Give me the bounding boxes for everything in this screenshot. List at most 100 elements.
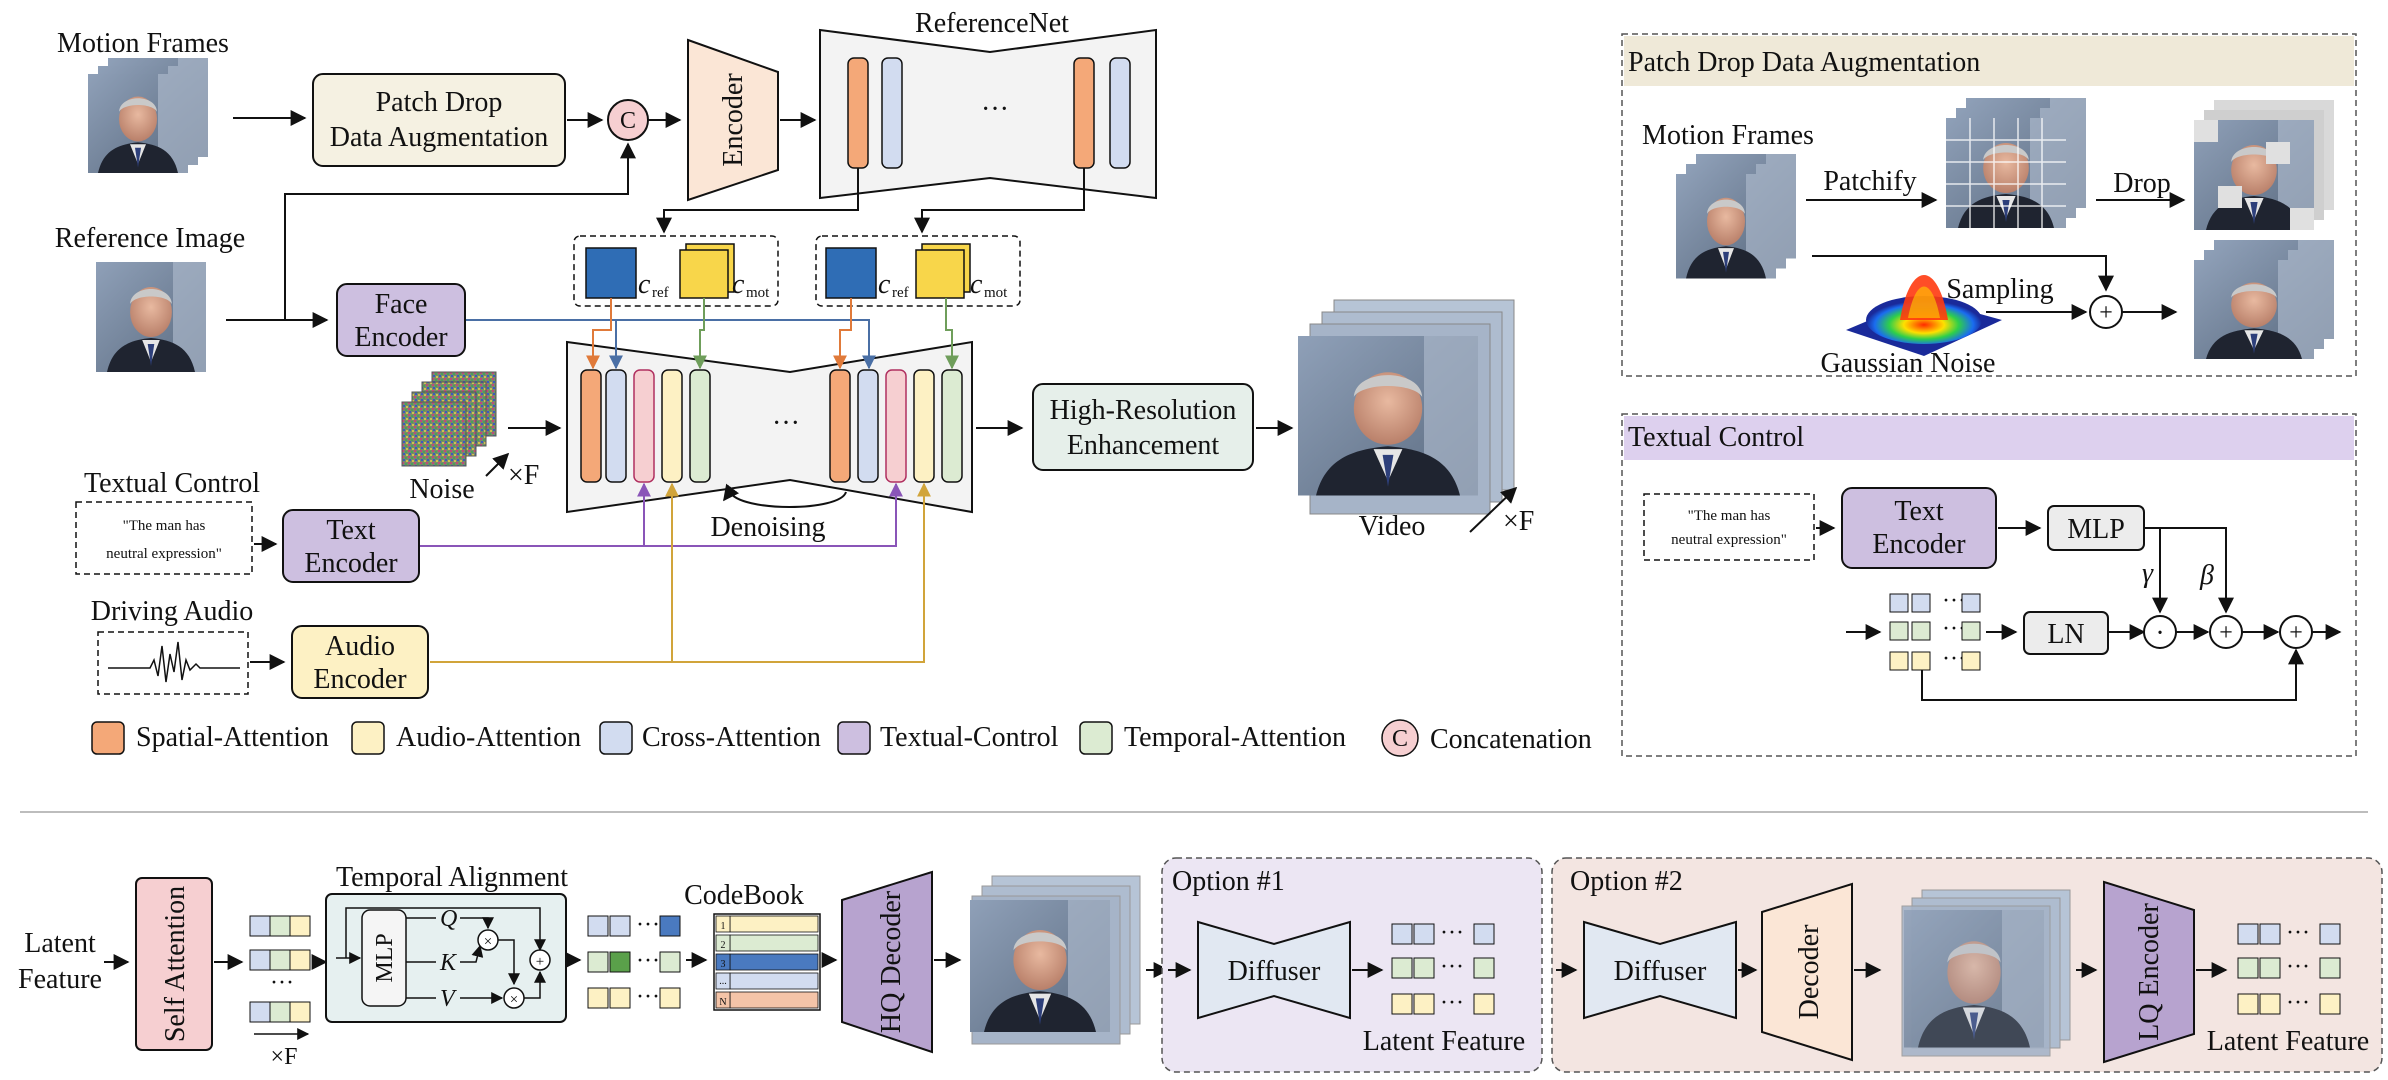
q-label: Q bbox=[440, 906, 457, 932]
legend-item-concat: C Concatenation bbox=[1381, 719, 1592, 757]
unet-temporal-2 bbox=[941, 369, 963, 483]
legend: Spatial-Attention Audio-Attention Cross-… bbox=[91, 719, 1592, 757]
option1-diffuser-label: Diffuser bbox=[1228, 956, 1321, 987]
driving-audio-label: Driving Audio bbox=[91, 596, 254, 627]
c-ref-sub-2: ref bbox=[892, 285, 909, 301]
option2-diffuser-label: Diffuser bbox=[1614, 956, 1707, 987]
refnet-cross-1 bbox=[881, 57, 903, 169]
add-symbol-1: + bbox=[2219, 620, 2233, 646]
beta-label: β bbox=[2199, 560, 2214, 591]
aligned-ellipsis-1: ··· bbox=[636, 912, 660, 938]
panel-text-encoder: Text Encoder bbox=[1841, 487, 1997, 569]
option1-latent-label: Latent Feature bbox=[1363, 1026, 1525, 1057]
high-res-label-1: High-Resolution bbox=[1050, 395, 1237, 426]
unet-temporal-1 bbox=[689, 369, 711, 483]
latent-feature-in-2: Feature bbox=[18, 964, 102, 995]
refnet-cross-2 bbox=[1109, 57, 1131, 169]
noise-times-f: ×F bbox=[508, 460, 539, 491]
legend-label-cross: Cross-Attention bbox=[642, 722, 821, 753]
encoder-label: Encoder bbox=[718, 73, 749, 167]
refnet-spatial-1 bbox=[847, 57, 869, 169]
opt2-ellipsis-2: ··· bbox=[2286, 954, 2310, 980]
audio-encoder-label-1: Audio bbox=[325, 631, 395, 662]
high-res-label-2: Enhancement bbox=[1067, 430, 1220, 461]
refnet-ellipsis: ··· bbox=[981, 94, 1009, 125]
codebook-row-n: N bbox=[719, 997, 726, 1008]
v-label: V bbox=[440, 986, 457, 1012]
hq-output-frames bbox=[970, 875, 1141, 1045]
noise-plus-symbol: + bbox=[2099, 300, 2113, 326]
high-res-box: High-Resolution Enhancement bbox=[1032, 383, 1254, 471]
unet-cross-2 bbox=[857, 369, 879, 483]
opt1-ellipsis-1: ··· bbox=[1440, 920, 1464, 946]
audio-encoder-box: Audio Encoder bbox=[291, 625, 429, 699]
textual-control-panel: Textual Control "The man has neutral exp… bbox=[1621, 413, 2357, 757]
aligned-ellipsis-3: ··· bbox=[636, 984, 660, 1010]
panel-text-encoder-label-1: Text bbox=[1894, 496, 1944, 527]
patchified-frames bbox=[1946, 98, 2086, 228]
ta-add: + bbox=[529, 949, 551, 971]
condition-group-1: c ref c mot bbox=[573, 235, 779, 307]
audio-encoder-label-2: Encoder bbox=[313, 664, 407, 695]
option1-diffuser: Diffuser bbox=[1197, 920, 1351, 1020]
noise-label: Noise bbox=[409, 474, 474, 505]
unet-audio-2 bbox=[913, 369, 935, 483]
concat-symbol: C bbox=[620, 108, 636, 134]
codebook-row-1: 1 bbox=[721, 921, 726, 932]
legend-label-textual: Textual-Control bbox=[880, 722, 1059, 753]
multiply-node: · bbox=[2143, 615, 2177, 649]
option2-decoder: Decoder bbox=[1761, 882, 1853, 1062]
panel-text-encoder-label-2: Encoder bbox=[1872, 529, 1966, 560]
opt2-ellipsis-1: ··· bbox=[2286, 920, 2310, 946]
bottom-times-f: ×F bbox=[271, 1044, 298, 1070]
prompt-box bbox=[75, 501, 253, 575]
text-encoder-box: Text Encoder bbox=[282, 509, 420, 583]
opt1-ellipsis-3: ··· bbox=[1440, 990, 1464, 1016]
c-ref-label-1: c bbox=[638, 269, 651, 300]
codebook-row-2: 2 bbox=[721, 940, 726, 951]
audio-waveform bbox=[108, 641, 240, 683]
option2-panel: Option #2 Diffuser Decoder LQ Encode bbox=[1551, 857, 2383, 1073]
hq-decoder-block: HQ Decoder bbox=[841, 870, 933, 1054]
codebook-title: CodeBook bbox=[684, 880, 804, 911]
panel-motion-frames-label: Motion Frames bbox=[1642, 120, 1814, 151]
svg-text:×: × bbox=[510, 992, 518, 1008]
add-node-2: + bbox=[2279, 615, 2313, 649]
aligned-tokens: ··· ··· ··· bbox=[587, 912, 681, 1010]
unet-ellipsis: ··· bbox=[772, 408, 800, 439]
c-ref-sub-1: ref bbox=[652, 285, 669, 301]
ta-mlp-label: MLP bbox=[372, 933, 398, 982]
panel-mlp-label: MLP bbox=[2067, 514, 2125, 545]
gaussian-noise-plot bbox=[1846, 275, 2002, 356]
referencenet-block: ReferenceNet ··· bbox=[819, 8, 1157, 200]
unet-spatial-2 bbox=[829, 369, 851, 483]
patch-drop-label-2: Data Augmentation bbox=[330, 122, 549, 153]
main-pipeline: Motion Frames Patch Drop Data Augmentati… bbox=[55, 0, 1592, 757]
legend-item-audio: Audio-Attention bbox=[351, 721, 581, 755]
temporal-alignment-title: Temporal Alignment bbox=[336, 862, 568, 893]
legend-concat-symbol: C bbox=[1392, 726, 1408, 752]
noise-stack bbox=[401, 371, 497, 467]
textual-control-label: Textual Control bbox=[84, 468, 260, 499]
reference-image-label: Reference Image bbox=[55, 223, 245, 254]
panel-motion-frames bbox=[1676, 154, 1796, 279]
add-symbol-2: + bbox=[2289, 620, 2303, 646]
dropped-frames bbox=[2194, 100, 2334, 230]
prompt-line-1: "The man has bbox=[123, 518, 206, 534]
option1-panel: Option #1 Diffuser ··· ··· ··· bbox=[1161, 857, 1543, 1073]
ta-mult-1: × bbox=[477, 929, 499, 951]
grid-ellipsis-1: ··· bbox=[1942, 588, 1966, 614]
codebook-table: 1 2 3 ... N bbox=[713, 913, 821, 1011]
patch-drop-panel-title: Patch Drop Data Augmentation bbox=[1628, 47, 1980, 78]
opt2-ellipsis-3: ··· bbox=[2286, 990, 2310, 1016]
patch-drop-panel: Patch Drop Data Augmentation Motion Fram… bbox=[1621, 33, 2357, 379]
svg-text:×: × bbox=[484, 934, 492, 950]
panel-prompt-box bbox=[1643, 493, 1815, 561]
unet-cross-1 bbox=[605, 369, 627, 483]
concat-node: C bbox=[607, 99, 649, 141]
svg-text:+: + bbox=[536, 954, 544, 970]
option2-lq-frames bbox=[1901, 889, 2071, 1057]
motion-frames-image bbox=[88, 58, 208, 173]
gamma-label: γ bbox=[2142, 558, 2154, 589]
